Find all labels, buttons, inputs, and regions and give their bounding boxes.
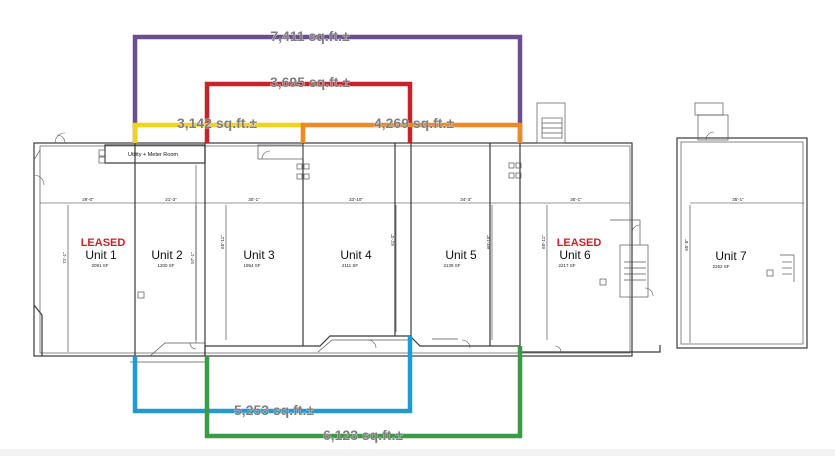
group-orange-label: 4,269 sq.ft.± bbox=[374, 115, 454, 131]
fixture-icons bbox=[98, 149, 774, 299]
unit-2-area: 1200 SF bbox=[157, 263, 174, 268]
group-purple-label: 7,411 sq.ft.± bbox=[270, 28, 350, 44]
group-purple-bracket bbox=[132, 34, 523, 143]
unit-2-width-dim: 21'-3" bbox=[165, 197, 177, 202]
unit-1-width-dim: 29'-0" bbox=[82, 197, 94, 202]
group-green-bracket bbox=[204, 346, 523, 439]
unit-1-depth-dim: 71'-1" bbox=[62, 252, 67, 264]
unit-5-width-dim: 34'-3" bbox=[460, 197, 472, 202]
group-yellow-label: 3,142 sq.ft.± bbox=[177, 115, 257, 131]
unit-labels: LEASED Unit 1 2091 SF Unit 2 1200 SF Uni… bbox=[81, 237, 747, 269]
group-red-bracket bbox=[204, 81, 413, 143]
unit-7-width-dim: 35'-1" bbox=[732, 197, 744, 202]
unit-5-depth-dim: 60'-10" bbox=[486, 235, 491, 249]
stairs bbox=[536, 102, 792, 281]
unit-3-depth-dim: 65'-11" bbox=[220, 235, 225, 249]
unit-2-depth-dim: 57'-1" bbox=[190, 252, 195, 264]
bottom-strip bbox=[0, 449, 835, 456]
group-orange-bracket bbox=[300, 122, 523, 143]
main-building bbox=[33, 132, 661, 363]
group-red-label: 3,695 sq.ft.± bbox=[270, 74, 350, 90]
unit-4-area: 2111 SF bbox=[342, 263, 359, 268]
unit-4-width-dim: 33'-10" bbox=[349, 197, 363, 202]
unit-6-width-dim: 35'-1" bbox=[570, 197, 582, 202]
unit-7-area: 2262 SF bbox=[712, 264, 729, 269]
dimension-lines bbox=[40, 202, 804, 352]
group-blue-label: 5,253 sq.ft.± bbox=[234, 402, 314, 418]
unit-1-name: Unit 1 bbox=[85, 248, 117, 262]
unit-5-area: 2139 SF bbox=[443, 263, 460, 268]
unit-7-depth-dim: 65'-8" bbox=[684, 239, 689, 251]
unit-3-width-dim: 30'-1" bbox=[248, 197, 260, 202]
unit-5-name: Unit 5 bbox=[445, 248, 477, 262]
dimension-labels: 29'-0" 21'-3" 30'-1" 33'-10" 34'-3" 35'-… bbox=[62, 197, 744, 264]
unit-1-leased-label: LEASED bbox=[81, 237, 126, 249]
grouping-brackets bbox=[132, 34, 523, 439]
unit-1-area: 2091 SF bbox=[91, 263, 108, 268]
unit-3-name: Unit 3 bbox=[243, 248, 275, 262]
unit-6-name: Unit 6 bbox=[559, 248, 591, 262]
unit-6-leased-label: LEASED bbox=[557, 237, 602, 249]
unit-7-building bbox=[676, 102, 808, 349]
unit-3-area: 1954 SF bbox=[243, 263, 260, 268]
group-blue-bracket bbox=[132, 336, 413, 414]
group-green-label: 6,123 sq.ft.± bbox=[323, 427, 403, 443]
unit-4-depth-dim: 61'-3" bbox=[390, 234, 395, 246]
unit-2-name: Unit 2 bbox=[151, 248, 183, 262]
unit-4-name: Unit 4 bbox=[340, 248, 372, 262]
unit-6-area: 2217 SF bbox=[558, 263, 575, 268]
unit-7-name: Unit 7 bbox=[715, 249, 747, 263]
utility-room-label: Utility + Meter Room bbox=[128, 152, 178, 158]
unit-6-depth-dim: 60'-11" bbox=[541, 235, 546, 249]
grouping-labels: 7,411 sq.ft.± 3,695 sq.ft.± 3,142 sq.ft.… bbox=[177, 28, 455, 444]
